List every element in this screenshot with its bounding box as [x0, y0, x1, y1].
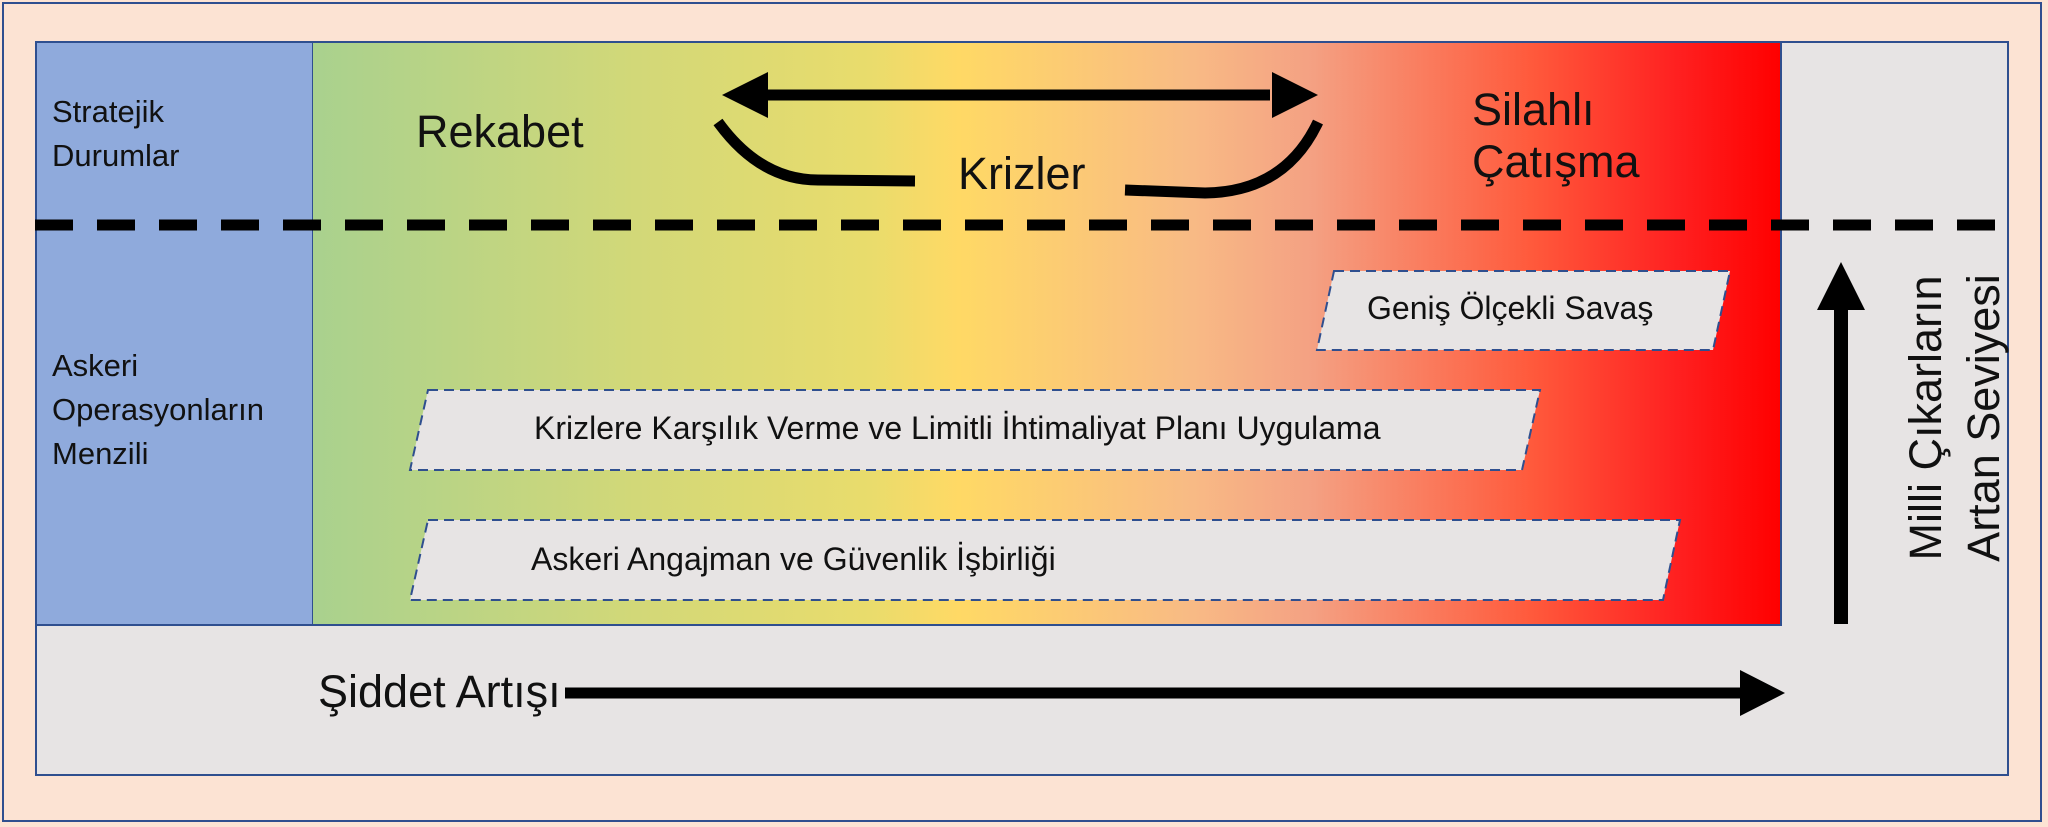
category-column — [35, 41, 314, 626]
crisis-response-box — [408, 389, 1542, 471]
competition-label: Rekabet — [416, 106, 584, 157]
crises-bracket-right — [1124, 119, 1323, 199]
national-interest-arrow — [1817, 262, 1865, 624]
crises-label: Krizler — [958, 148, 1086, 199]
violence-increase-arrow — [565, 670, 1785, 716]
large-scale-war-label: Geniş Ölçekli Savaş — [1367, 290, 1654, 326]
national-interest-label: Milli Çıkarların Artan Seviyesi — [1900, 274, 2009, 562]
armed-conflict-label: Silahlı Çatışma — [1472, 84, 1640, 187]
strategic-situations-label: Stratejik Durumlar — [52, 94, 180, 173]
crisis-response-label: Krizlere Karşılık Verme ve Limitli İhtim… — [534, 410, 1381, 446]
crises-bracket-left — [713, 118, 916, 187]
military-operations-label: Askeri Operasyonların Menzili — [52, 348, 264, 471]
engagement-cooperation-box — [408, 519, 1682, 601]
crises-double-arrow — [722, 72, 1318, 118]
engagement-cooperation-label: Askeri Angajman ve Güvenlik İşbirliği — [531, 541, 1056, 577]
violence-increase-label: Şiddet Artışı — [318, 666, 565, 718]
large-scale-war-box — [1315, 270, 1732, 351]
